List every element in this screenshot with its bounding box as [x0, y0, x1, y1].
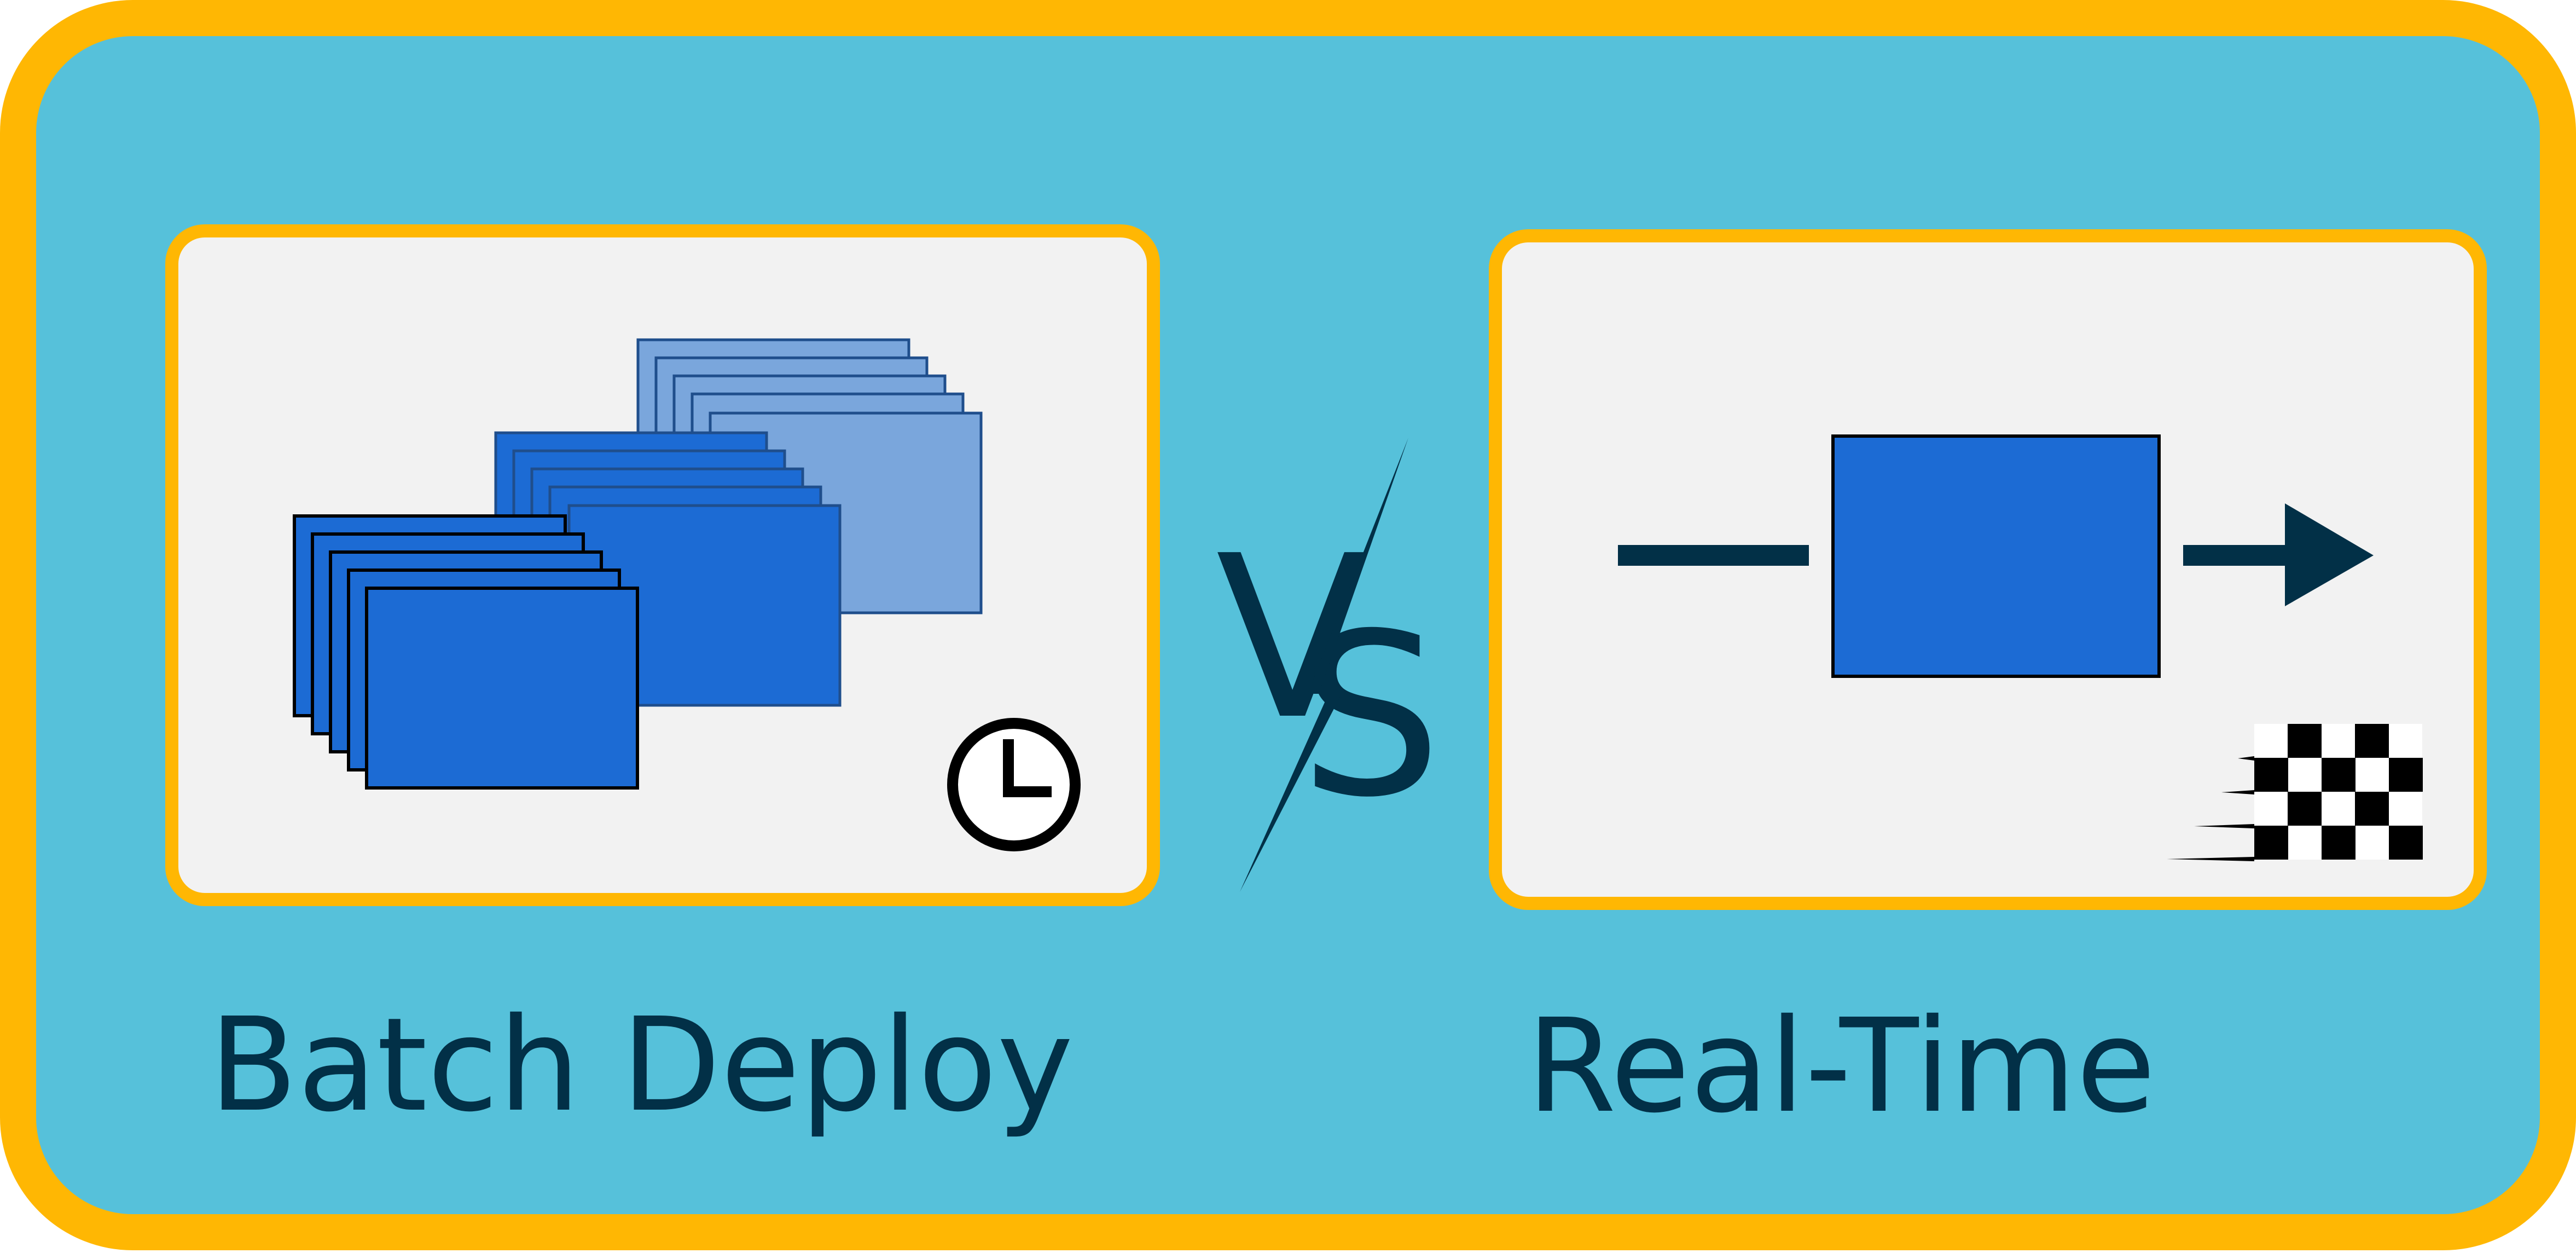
output-arrow-icon: [2183, 503, 2374, 606]
input-line: [1618, 545, 1809, 566]
batch-stack-front: [293, 514, 639, 790]
batch-deploy-label: Batch Deploy: [209, 990, 1074, 1140]
clock-icon: [947, 718, 1081, 851]
checkered-flag-icon: [2167, 724, 2423, 861]
process-box: [1831, 434, 2161, 678]
batch-panel: [165, 224, 1160, 906]
versus-slash: [1240, 438, 1408, 892]
realtime-panel: [1489, 229, 2487, 910]
versus-mark: V S: [1216, 438, 1442, 892]
versus-v: V: [1216, 507, 1370, 769]
real-time-label: Real-Time: [1527, 991, 2156, 1141]
